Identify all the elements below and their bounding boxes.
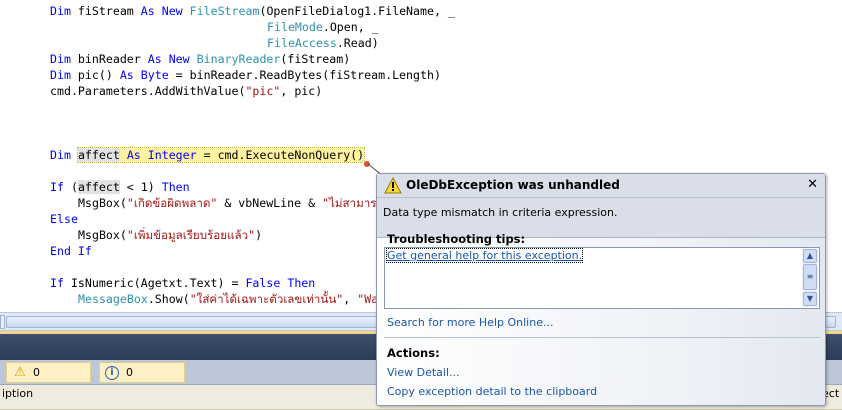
scrollbar-thumb[interactable]: ≡ (803, 264, 817, 290)
column-description-header[interactable]: iption (2, 387, 34, 400)
code-line: FileMode.Open, _ (267, 20, 379, 34)
code-line: If (affect < 1) Then (50, 180, 190, 194)
code-line: Dim pic() As Byte = binReader.ReadBytes(… (50, 68, 441, 82)
troubleshooting-heading: Troubleshooting tips: (387, 232, 526, 246)
messages-filter-button[interactable]: i0 Messages (99, 362, 185, 398)
code-line: End If (50, 244, 92, 258)
troubleshooting-tips-list[interactable]: Get general help for this exception. ▲ ≡… (384, 247, 820, 309)
code-line: MsgBox("เกิดข้อผิดพลาด" & vbNewLine & "ไ… (78, 196, 388, 210)
exception-title: OleDbException was unhandled (406, 178, 620, 192)
exception-message: Data type mismatch in criteria expressio… (377, 198, 825, 238)
current-statement-line: Dim affect As Integer = cmd.ExecuteNonQu… (50, 147, 366, 163)
code-line: FileAccess.Read) (267, 36, 379, 50)
close-icon[interactable]: ✕ (807, 177, 818, 192)
column-project-header[interactable]: ect (822, 387, 840, 400)
info-icon: i (105, 366, 119, 380)
vertical-scrollbar[interactable]: ▲ ≡ ▼ (802, 249, 818, 307)
code-line: Else (50, 212, 78, 226)
copy-exception-detail-link[interactable]: Copy exception detail to the clipboard (387, 385, 598, 398)
general-help-link[interactable]: Get general help for this exception. (385, 248, 584, 263)
actions-heading: Actions: (387, 346, 440, 360)
code-line: If IsNumeric(Agetxt.Text) = False Then (50, 276, 316, 290)
code-line: Dim fiStream As New FileStream(OpenFileD… (50, 4, 455, 18)
warning-icon: ⚠ (14, 365, 26, 380)
exception-title-bar: OleDbException was unhandled ✕ (377, 174, 825, 198)
code-line: MessageBox.Show("ใส่ค่าได้เฉพาะตัวเลขเท่… (78, 292, 393, 306)
warnings-filter-button[interactable]: ⚠0 Warnings (6, 362, 91, 398)
view-detail-link[interactable]: View Detail... (387, 366, 460, 379)
scroll-down-icon[interactable]: ▼ (803, 292, 817, 306)
warning-icon (384, 177, 402, 194)
code-line: cmd.Parameters.AddWithValue("pic", pic) (50, 84, 323, 98)
exception-assistant: OleDbException was unhandled ✕ Data type… (376, 173, 826, 406)
code-line: MsgBox("เพิ่มข้อมูลเรียบร้อยแล้ว") (78, 228, 263, 242)
divider (384, 337, 820, 338)
scroll-up-icon[interactable]: ▲ (803, 249, 817, 263)
scroll-left-button[interactable] (0, 315, 5, 329)
search-help-online-link[interactable]: Search for more Help Online... (387, 316, 554, 329)
code-line: Dim binReader As New BinaryReader(fiStre… (50, 52, 351, 66)
